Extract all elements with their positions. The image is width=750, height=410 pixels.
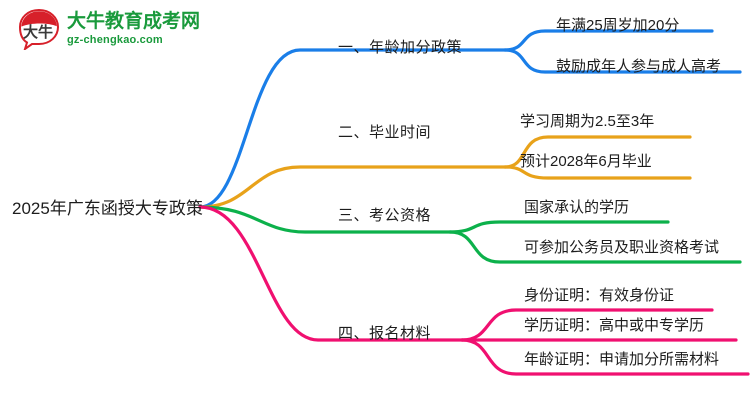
logo-title: 大牛教育成考网 <box>67 11 201 32</box>
leaf-label-1-2[interactable]: 鼓励成年人参与成人高考 <box>556 58 722 75</box>
connector-branch-4 <box>198 205 464 342</box>
svg-text:大牛: 大牛 <box>23 23 53 41</box>
leaf-label-1-1[interactable]: 年满25周岁加20分 <box>556 17 680 34</box>
leaf-label-4-1[interactable]: 身份证明：有效身份证 <box>524 287 675 304</box>
branch-label-4[interactable]: 四、报名材料 <box>338 325 432 342</box>
site-logo[interactable]: 大牛 大牛教育成考网 gz-chengkao.com <box>18 8 201 52</box>
leaf-label-2-1[interactable]: 学习周期为2.5至3年 <box>520 113 655 130</box>
leaf-label-4-3[interactable]: 年龄证明：申请加分所需材料 <box>524 351 720 368</box>
branch-label-2[interactable]: 二、毕业时间 <box>338 124 432 141</box>
leaf-label-2-2[interactable]: 预计2028年6月毕业 <box>520 153 652 170</box>
leaf-label-3-2[interactable]: 可参加公务员及职业资格考试 <box>524 239 720 256</box>
logo-mark-icon: 大牛 <box>18 8 60 52</box>
branch-label-3[interactable]: 三、考公资格 <box>338 207 432 224</box>
leaf-label-3-1[interactable]: 国家承认的学历 <box>524 199 630 216</box>
leaf-label-4-2[interactable]: 学历证明：高中或中专学历 <box>524 317 705 334</box>
logo-url: gz-chengkao.com <box>67 34 163 46</box>
connector-branch-2 <box>198 165 507 209</box>
mindmap-root-label[interactable]: 2025年广东函授大专政策 <box>12 199 203 218</box>
branch-label-1[interactable]: 一、年龄加分政策 <box>338 39 463 56</box>
connector-branch-3-leaf-1 <box>448 220 670 234</box>
